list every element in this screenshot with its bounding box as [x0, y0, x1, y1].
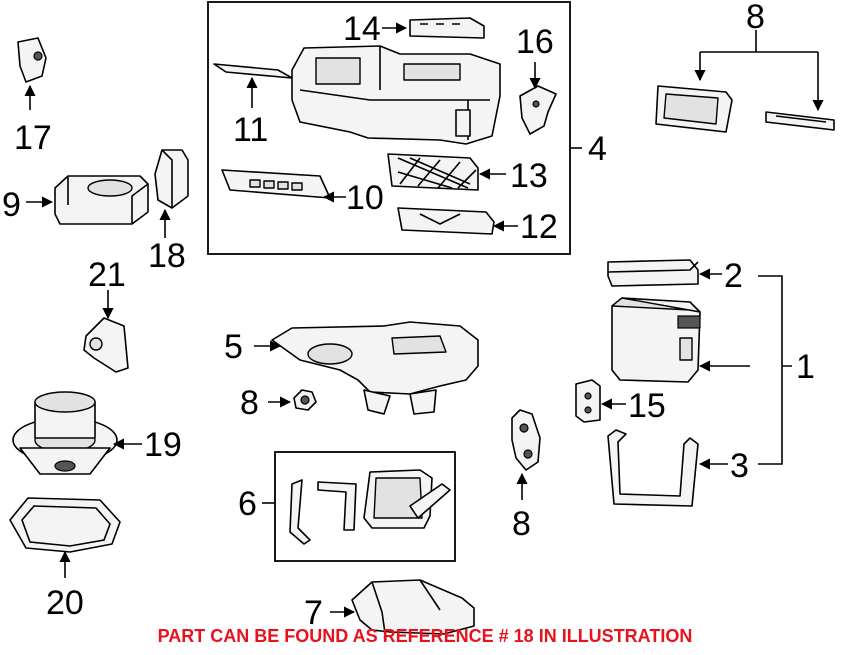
part-20-gasket: [9, 497, 121, 553]
part-2-foam: [607, 259, 699, 287]
callout-6: 6: [238, 485, 257, 523]
callout-13: 13: [510, 157, 548, 195]
callout-10: 10: [346, 179, 384, 217]
callout-19: 19: [144, 426, 182, 464]
part-3-seal: [607, 429, 699, 507]
callout-9: 9: [2, 186, 21, 224]
part-9-blower-housing: [54, 175, 149, 225]
callout-8-top: 8: [746, 0, 765, 36]
callout-1: 1: [796, 348, 815, 386]
part-18-filter-door: [154, 149, 189, 209]
part-8-lever: [511, 409, 541, 471]
part-13-filter: [387, 153, 479, 191]
part-15-resistor: [575, 379, 601, 423]
reference-note: PART CAN BE FOUND AS REFERENCE # 18 IN I…: [157, 626, 693, 646]
part-7-duct: [351, 579, 475, 641]
part-14-top-piece: [409, 17, 485, 39]
part-6-seals: [289, 469, 451, 545]
housing-group-box: [207, 1, 571, 255]
part-8-knob: [293, 389, 317, 411]
callout-21: 21: [88, 256, 126, 294]
callout-12: 12: [520, 208, 558, 246]
part-4-hvac-housing: [291, 45, 501, 145]
part-19-blower-motor: [12, 391, 118, 475]
callout-8-right: 8: [512, 505, 531, 543]
callout-5: 5: [224, 328, 243, 366]
part-8-cabin-filters: [655, 85, 835, 133]
callout-3: 3: [730, 447, 749, 485]
part-17-bracket: [17, 37, 47, 83]
part-21-actuator: [83, 317, 129, 373]
part-10-seal: [221, 169, 331, 199]
callout-2: 2: [724, 257, 743, 295]
callout-17: 17: [14, 119, 52, 157]
callout-14: 14: [343, 10, 381, 48]
part-1-evaporator: [611, 297, 701, 383]
callout-18: 18: [148, 237, 186, 275]
callout-7: 7: [304, 594, 323, 632]
part-5-lower-housing: [271, 321, 479, 415]
callout-8-mid: 8: [240, 384, 259, 422]
callout-16: 16: [516, 23, 554, 61]
part-12-door: [397, 207, 495, 235]
callout-15: 15: [628, 387, 666, 425]
seal-group-box: [274, 451, 456, 562]
callout-4: 4: [588, 130, 607, 168]
part-16-bracket: [519, 85, 557, 135]
callout-20: 20: [46, 584, 84, 622]
part-11-seal: [213, 63, 293, 79]
callout-11: 11: [233, 111, 268, 149]
